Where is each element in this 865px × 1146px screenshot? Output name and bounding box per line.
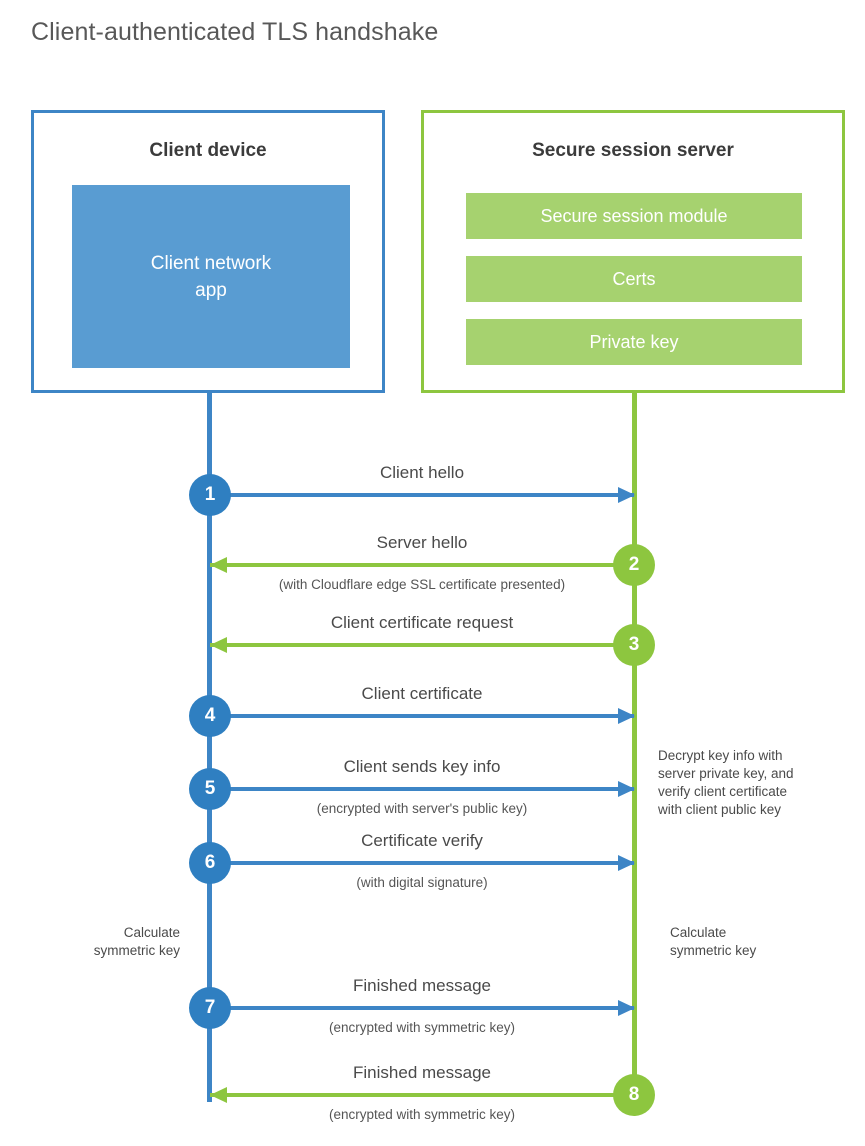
message-sublabel: (encrypted with symmetric key) <box>328 1020 516 1035</box>
message-label: Client sends key info <box>343 757 501 776</box>
step-number-badge: 4 <box>189 695 231 737</box>
arrowhead-right-icon <box>618 1000 635 1016</box>
message-sublabel: (with Cloudflare edge SSL certificate pr… <box>278 577 566 592</box>
step-number-badge: 1 <box>189 474 231 516</box>
message-sublabel: (encrypted with symmetric key) <box>328 1107 516 1122</box>
message-label: Client certificate request <box>330 613 514 632</box>
arrowhead-right-icon <box>618 487 635 503</box>
client-network-app-label: Client network app <box>150 252 272 301</box>
step-number-badge: 7 <box>189 987 231 1029</box>
server-component-private-key: Private key <box>466 319 802 365</box>
message-arrow-line <box>210 861 634 865</box>
note-client-calculate-symmetric-key: Calculate symmetric key <box>93 925 180 958</box>
note-server-calculate-symmetric-key: Calculate symmetric key <box>670 925 757 958</box>
server-lifeline <box>632 393 637 1093</box>
step-number-badge: 8 <box>613 1074 655 1116</box>
server-component-secure-session-module: Secure session module <box>466 193 802 239</box>
message-label: Finished message <box>353 976 491 995</box>
arrowhead-left-icon <box>210 637 227 653</box>
server-component-label: Certs <box>612 268 656 289</box>
server-component-label: Secure session module <box>540 205 728 226</box>
message-sublabel: (with digital signature) <box>356 875 488 890</box>
message-arrow-line <box>210 1006 634 1010</box>
server-component-label: Private key <box>589 331 679 352</box>
message-arrow-line <box>210 493 634 497</box>
client-network-app-block: Client network app <box>72 185 350 368</box>
step-number-badge: 2 <box>613 544 655 586</box>
note-decrypt-key-info: Decrypt key info with server private key… <box>658 748 794 817</box>
message-label: Client certificate <box>361 684 483 703</box>
client-device-title: Client device <box>149 140 267 161</box>
message-arrow-line <box>210 714 634 718</box>
arrowhead-right-icon <box>618 781 635 797</box>
message-label: Finished message <box>353 1063 491 1082</box>
arrowhead-right-icon <box>618 855 635 871</box>
message-arrow-line <box>210 563 634 567</box>
message-arrow-line <box>210 787 634 791</box>
server-component-certs: Certs <box>466 256 802 302</box>
arrowhead-left-icon <box>210 557 227 573</box>
message-label: Client hello <box>379 463 465 482</box>
client-device-box: Client device Client network app <box>31 110 385 393</box>
message-arrow-line <box>210 643 634 647</box>
page-title: Client-authenticated TLS handshake <box>31 18 439 46</box>
message-sublabel: (encrypted with server's public key) <box>316 801 528 816</box>
message-label: Certificate verify <box>361 831 483 850</box>
arrowhead-right-icon <box>618 708 635 724</box>
secure-session-server-title: Secure session server <box>532 140 734 161</box>
secure-session-server-box: Secure session server Secure session mod… <box>421 110 845 393</box>
client-lifeline <box>207 393 212 1102</box>
step-number-badge: 5 <box>189 768 231 810</box>
step-number-badge: 6 <box>189 842 231 884</box>
arrowhead-left-icon <box>210 1087 227 1103</box>
message-arrow-line <box>210 1093 634 1097</box>
step-number-badge: 3 <box>613 624 655 666</box>
message-label: Server hello <box>376 533 468 552</box>
